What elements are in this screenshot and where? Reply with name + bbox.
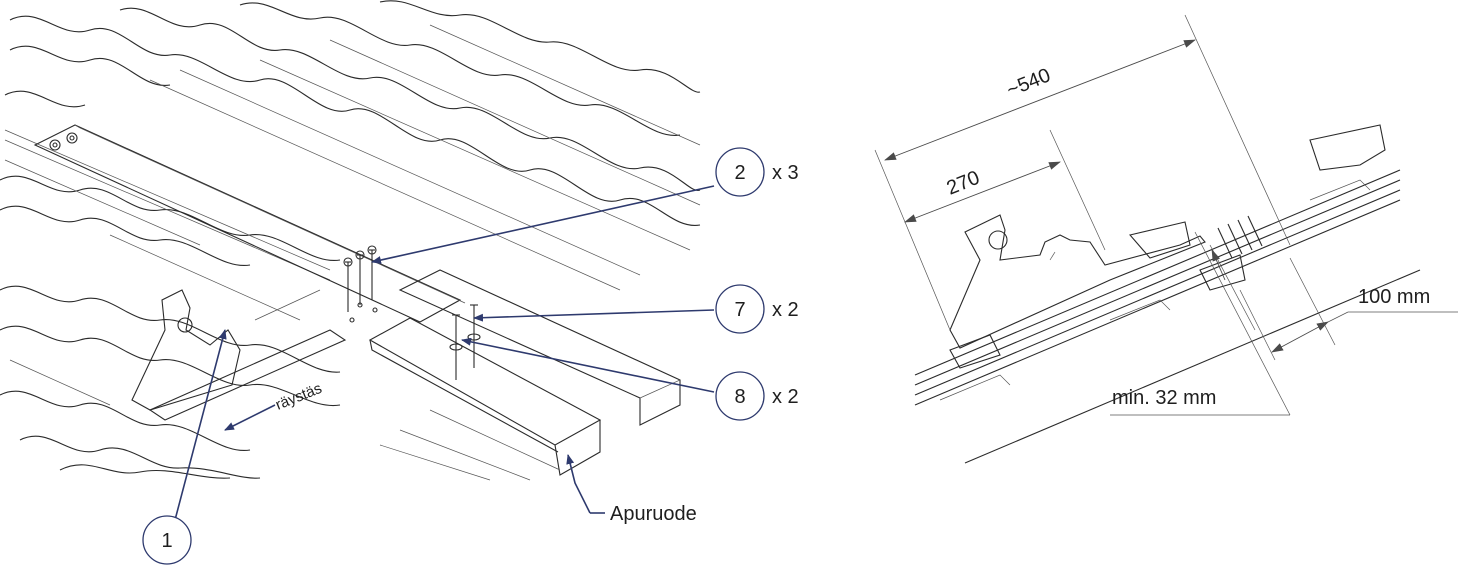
isometric-roof-view: räystäs 2 x 3 7 x 2 8 x 2 1 Apuruode (0, 0, 799, 565)
eaves-label: räystäs (273, 380, 324, 414)
svg-text:x 2: x 2 (772, 386, 799, 408)
screws-group (343, 245, 377, 312)
leader-batten (566, 454, 591, 514)
support-rail (33, 124, 466, 323)
svg-text:1: 1 (161, 530, 172, 552)
auxiliary-batten (368, 269, 681, 481)
section-roof-hook (949, 214, 1263, 349)
section-view: ~540 270 100 mm min. 32 mm (874, 14, 1458, 464)
leader-8 (461, 337, 715, 393)
svg-text:7: 7 (734, 299, 745, 321)
dim-min: min. 32 mm (1112, 387, 1216, 409)
dim-total: ~540 (1004, 64, 1054, 101)
svg-text:x 3: x 3 (772, 162, 799, 184)
batten-label: Apuruode (610, 503, 697, 525)
leader-7 (473, 309, 715, 322)
leader-2 (371, 185, 715, 264)
leader-1 (174, 329, 227, 521)
svg-text:x 2: x 2 (772, 299, 799, 321)
svg-text:8: 8 (734, 386, 745, 408)
callout-8: 8 x 2 (715, 371, 799, 421)
roof-tiles (0, 0, 701, 479)
callout-2: 2 x 3 (715, 147, 799, 197)
callout-7: 7 x 2 (715, 284, 799, 334)
dim-half: 270 (944, 167, 983, 200)
callout-1: 1 (142, 515, 192, 565)
roof-hook (131, 289, 347, 421)
dim-edge: 100 mm (1358, 286, 1430, 308)
svg-text:2: 2 (734, 162, 745, 184)
